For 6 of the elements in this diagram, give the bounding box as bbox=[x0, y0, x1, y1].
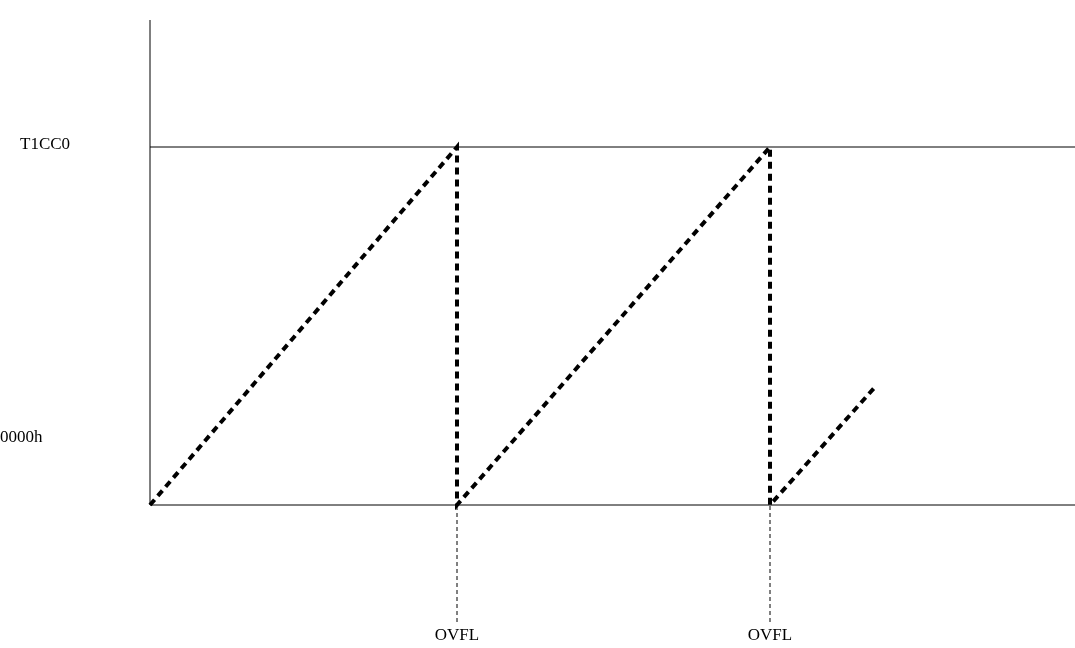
leader-line bbox=[456, 504, 458, 623]
overflow-label: OVFL bbox=[747, 625, 793, 643]
level-label: 0000h bbox=[0, 428, 43, 445]
overflow-label: OVFL bbox=[434, 625, 480, 643]
leader-line bbox=[769, 504, 771, 623]
level-label: T1CC0 bbox=[20, 135, 71, 152]
